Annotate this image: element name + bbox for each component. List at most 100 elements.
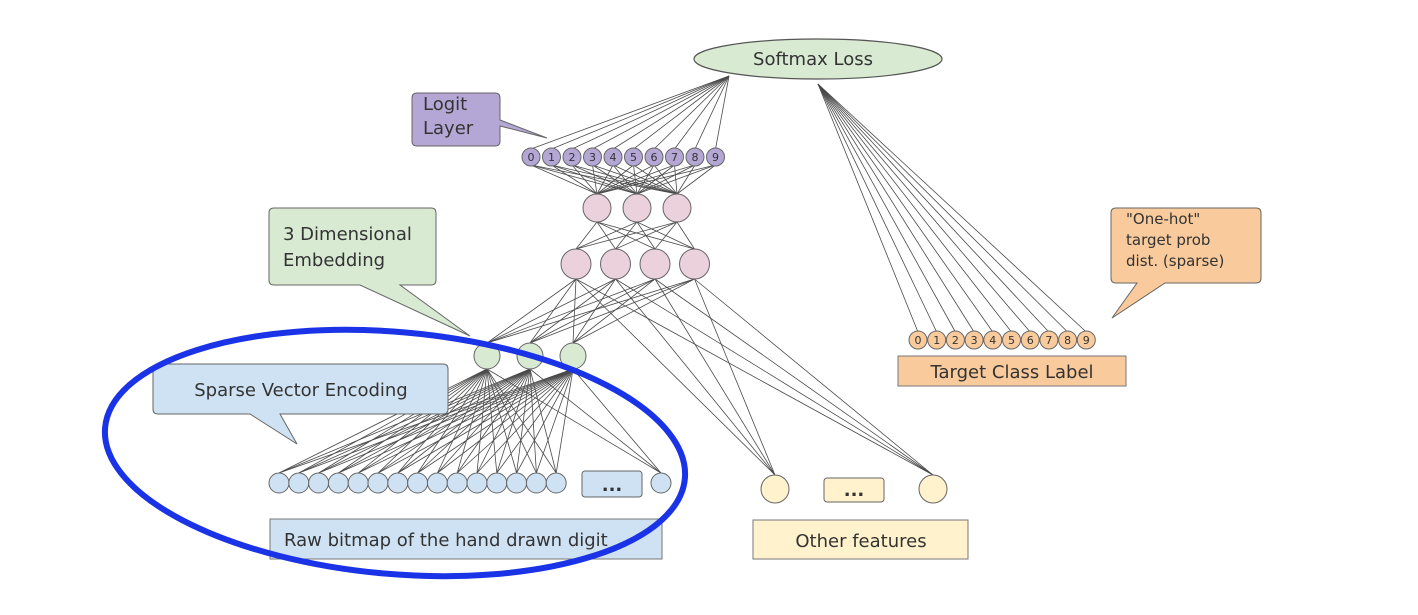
target-node-circle-9 <box>1076 330 1096 350</box>
edge-h1-h2-2-0 <box>575 221 678 250</box>
logit-node-digit-0: 0 <box>528 151 535 164</box>
edge-logit-h1-1-1 <box>551 164 638 195</box>
target-node-digit-0: 0 <box>915 334 922 347</box>
hidden-layer-1-nodes <box>582 193 692 223</box>
edge-softmax-target-9 <box>817 83 1087 333</box>
edge-h2-other-2-1 <box>654 278 934 476</box>
edge-emb-input-0-5 <box>377 368 488 474</box>
target-node-digit-2: 2 <box>952 334 959 347</box>
edge-emb-input-1-1 <box>298 368 531 474</box>
target-node-digit-1: 1 <box>933 334 940 347</box>
sparse-highlight-ellipse <box>101 326 689 580</box>
logit-node-digit-1: 1 <box>548 151 555 164</box>
one-hot-label-line-3: dist. (sparse) <box>1126 252 1224 270</box>
edge-emb-input-2-5 <box>377 368 574 474</box>
edge-h2-emb-1-0 <box>486 278 616 344</box>
edge-softmax-logit-8 <box>694 75 730 150</box>
sparse-ellipsis-label: ... <box>602 475 623 496</box>
edge-h1-h2-1-0 <box>575 221 638 250</box>
logit-node-circle-5 <box>624 147 643 167</box>
edge-emb-input-1-6 <box>397 368 531 474</box>
other-ellipsis-box: ... <box>823 477 885 503</box>
edge-emb-input-2-2 <box>318 368 574 474</box>
edge-h1-h2-2-3 <box>676 221 695 250</box>
logit-node-circle-3 <box>583 147 602 167</box>
target-node-digit-3: 3 <box>971 334 978 347</box>
target-node-circle-2 <box>945 330 965 350</box>
sparse-vector-callout: Sparse Vector Encoding <box>152 363 449 445</box>
hidden1-node-2 <box>662 193 692 223</box>
edge-h2-other-0-1 <box>575 278 934 476</box>
edge-emb-input-1-15 <box>529 368 662 474</box>
other-feature-nodes <box>760 474 948 504</box>
edge-softmax-target-2 <box>817 83 956 333</box>
edge-h1-h2-2-2 <box>654 221 678 250</box>
edge-emb-input-2-4 <box>358 368 574 474</box>
edge-emb-input-2-14 <box>555 368 574 474</box>
logit-node-digit-8: 8 <box>692 151 699 164</box>
edge-softmax-logit-1 <box>551 75 730 150</box>
target-class-caption-box: Target Class Label <box>897 355 1127 387</box>
edge-logit-h1-2-1 <box>571 164 638 195</box>
target-node-circle-4 <box>983 330 1003 350</box>
edge-h2-emb-0-1 <box>529 278 577 344</box>
edge-emb-input-2-3 <box>338 368 574 474</box>
edge-logit-h1-8-2 <box>676 164 696 195</box>
hidden1-node-0 <box>582 193 612 223</box>
hidden-layer-2-nodes <box>560 248 710 280</box>
edge-emb-input-2-11 <box>496 368 574 474</box>
edge-softmax-target-0 <box>817 83 919 333</box>
input-node-2 <box>308 472 330 494</box>
edge-emb-input-0-15 <box>486 368 662 474</box>
target-node-digit-9: 9 <box>1083 334 1090 347</box>
logit-node-circle-6 <box>644 147 664 167</box>
edge-emb-input-1-5 <box>377 368 531 474</box>
target-node-digit-7: 7 <box>1045 334 1052 347</box>
edge-softmax-target-6 <box>817 83 1031 333</box>
edge-logit-h1-9-0 <box>596 164 716 195</box>
other-feature-node-1 <box>918 474 948 504</box>
other-feature-node-0 <box>760 474 790 504</box>
edge-emb-input-1-0 <box>278 368 531 474</box>
logit-node-digit-6: 6 <box>651 151 658 164</box>
other-features-caption: Other features <box>795 531 926 552</box>
edge-softmax-logit-4 <box>612 75 730 150</box>
target-node-digit-5: 5 <box>1008 334 1015 347</box>
edge-logit-h1-2-0 <box>571 164 598 195</box>
hidden2-node-2 <box>639 248 671 280</box>
edge-h2-other-0-0 <box>575 278 776 476</box>
input-node-0 <box>268 472 290 494</box>
input-node-6 <box>387 472 409 494</box>
logit-node-circle-8 <box>685 147 705 167</box>
edge-softmax-target-4 <box>817 83 994 333</box>
edge-logit-h1-1-0 <box>551 164 598 195</box>
input-node-13 <box>525 472 547 494</box>
softmax-loss-node: Softmax Loss <box>693 38 943 80</box>
edge-h2-other-3-1 <box>694 278 934 476</box>
edge-emb-input-1-9 <box>456 368 531 474</box>
edge-emb-input-0-4 <box>357 368 488 474</box>
edge-h2-emb-1-2 <box>572 278 616 344</box>
input-node-7 <box>407 472 429 494</box>
edge-emb-input-1-8 <box>437 368 531 474</box>
logit-node-digit-3: 3 <box>589 151 596 164</box>
edge-logit-h1-4-0 <box>596 164 614 195</box>
input-node-15 <box>650 472 672 494</box>
logit-node-circle-1 <box>542 147 561 167</box>
svg-text:3 Dimensional Embedding: 3 Dimensional Embedding <box>283 224 418 271</box>
edge-emb-input-1-7 <box>417 368 531 474</box>
edge-emb-input-0-6 <box>397 368 488 474</box>
edge-softmax-logit-3 <box>592 75 730 150</box>
sparse-input-nodes <box>268 472 672 494</box>
one-hot-label-line-2: target prob <box>1126 231 1210 249</box>
edge-logit-h1-9-2 <box>676 164 716 195</box>
edge-emb-input-1-4 <box>357 368 531 474</box>
edge-softmax-target-7 <box>817 83 1050 333</box>
target-node-circle-8 <box>1058 330 1078 350</box>
edge-logit-h1-5-0 <box>596 164 634 195</box>
edge-h2-emb-1-1 <box>529 278 616 344</box>
edge-logit-h1-6-0 <box>596 164 655 195</box>
target-node-digit-4: 4 <box>989 334 996 347</box>
edge-emb-input-2-1 <box>298 368 574 474</box>
